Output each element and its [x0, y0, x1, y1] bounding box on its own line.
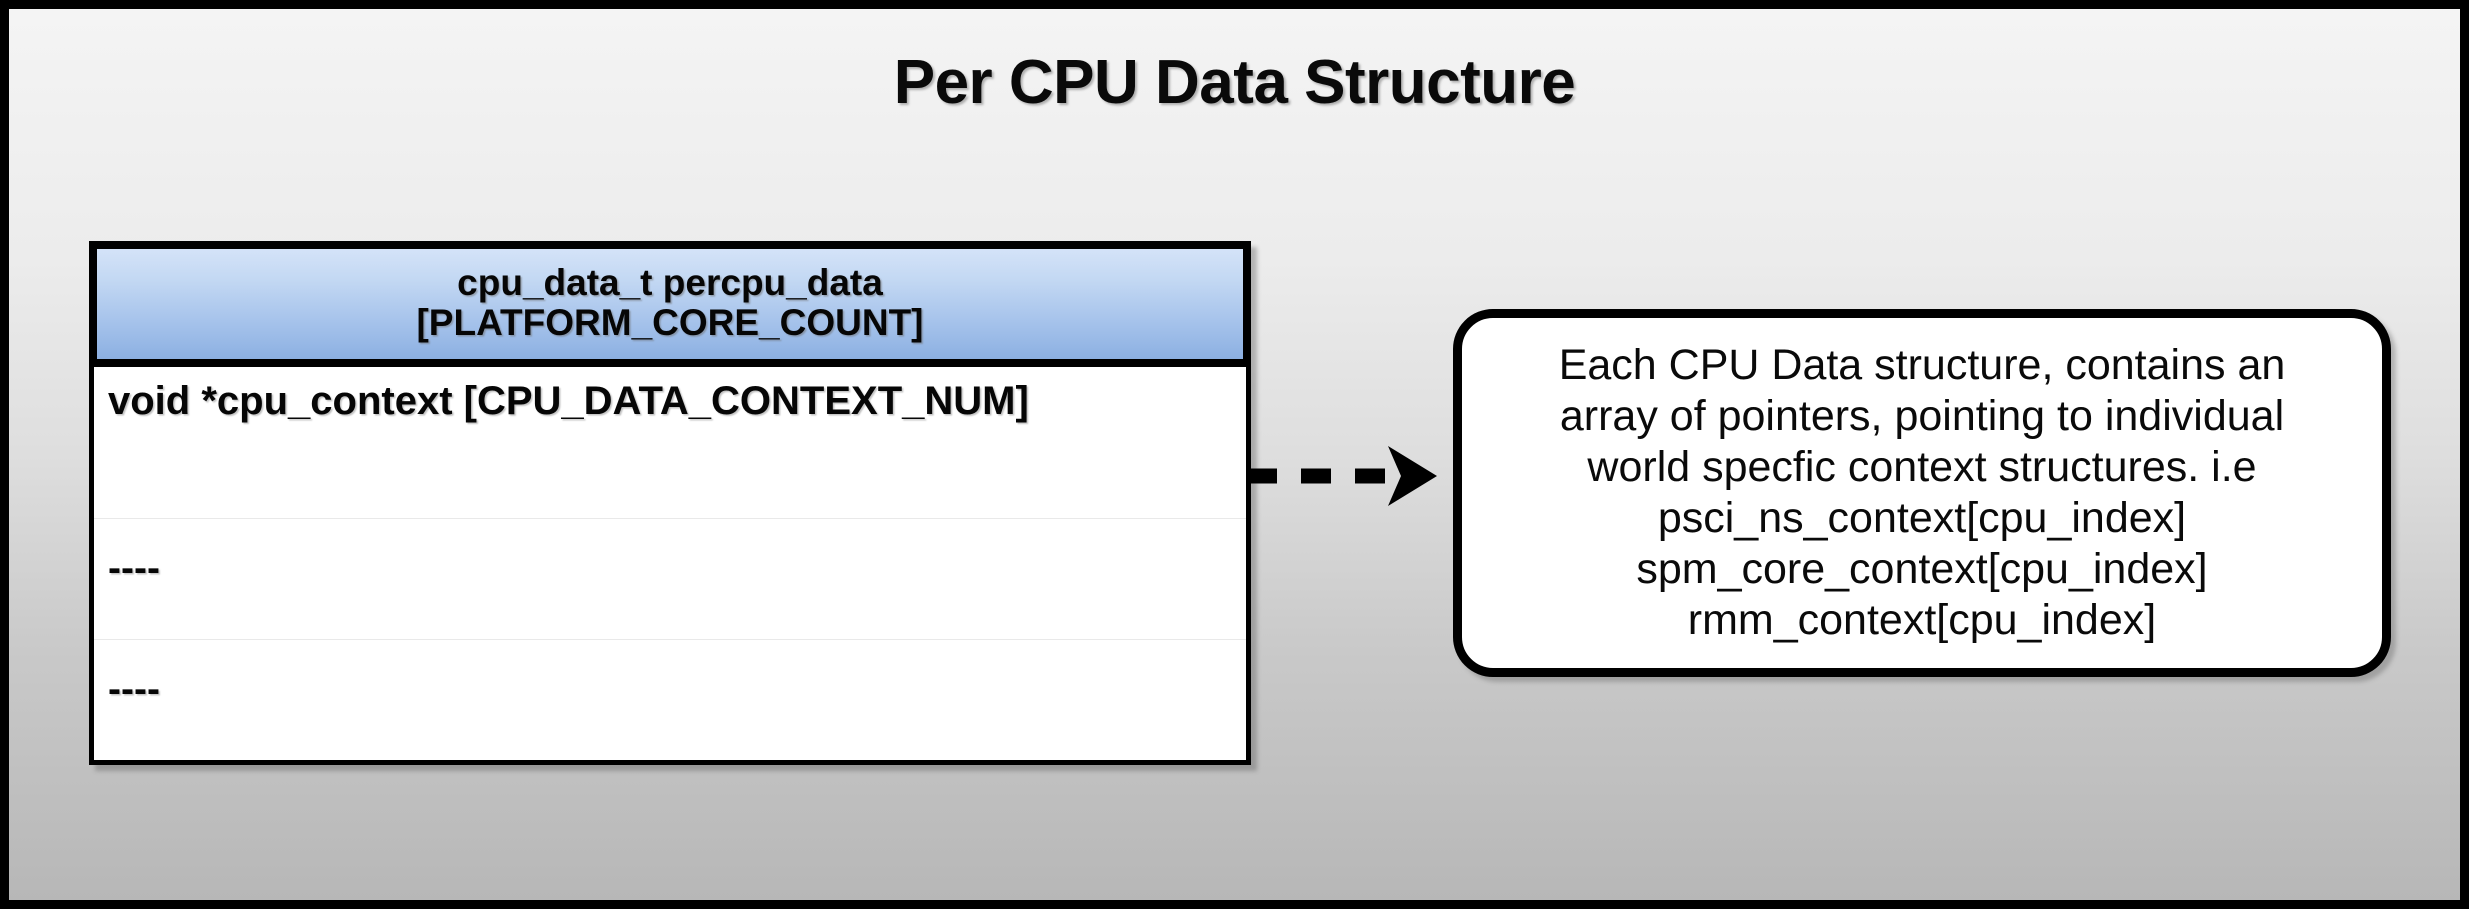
struct-header-line-2: [PLATFORM_CORE_COUNT] [416, 301, 924, 343]
percpu-data-struct-table: cpu_data_t percpu_data [PLATFORM_CORE_CO… [89, 241, 1251, 765]
struct-header-line-1: cpu_data_t percpu_data [457, 262, 883, 303]
callout-line-3: world specfic context structures. i.e [1587, 442, 2257, 491]
page-title: Per CPU Data Structure [893, 48, 1576, 117]
callout-line-2: array of pointers, pointing to individua… [1559, 391, 2285, 440]
callout-line-5: spm_core_context[cpu_index] [1636, 545, 2208, 594]
struct-table-body: void *cpu_context [CPU_DATA_CONTEXT_NUM]… [89, 366, 1251, 765]
callout-line-4: psci_ns_context[cpu_index] [1657, 494, 2187, 542]
callout-line-1: Each CPU Data structure, contains an [1558, 340, 2286, 389]
callout-line-6: rmm_context[cpu_index] [1687, 596, 2157, 645]
callout-note-text: Each CPU Data structure, contains an arr… [1537, 340, 2308, 647]
struct-table-header: cpu_data_t percpu_data [PLATFORM_CORE_CO… [89, 241, 1251, 367]
table-row: void *cpu_context [CPU_DATA_CONTEXT_NUM] [94, 367, 1246, 519]
callout-note: Each CPU Data structure, contains an arr… [1453, 309, 2391, 677]
table-row: ---- [94, 519, 1246, 640]
arrow-right-icon [1247, 446, 1437, 506]
dashed-arrow-connector [1245, 439, 1445, 511]
table-row: ---- [108, 667, 160, 711]
